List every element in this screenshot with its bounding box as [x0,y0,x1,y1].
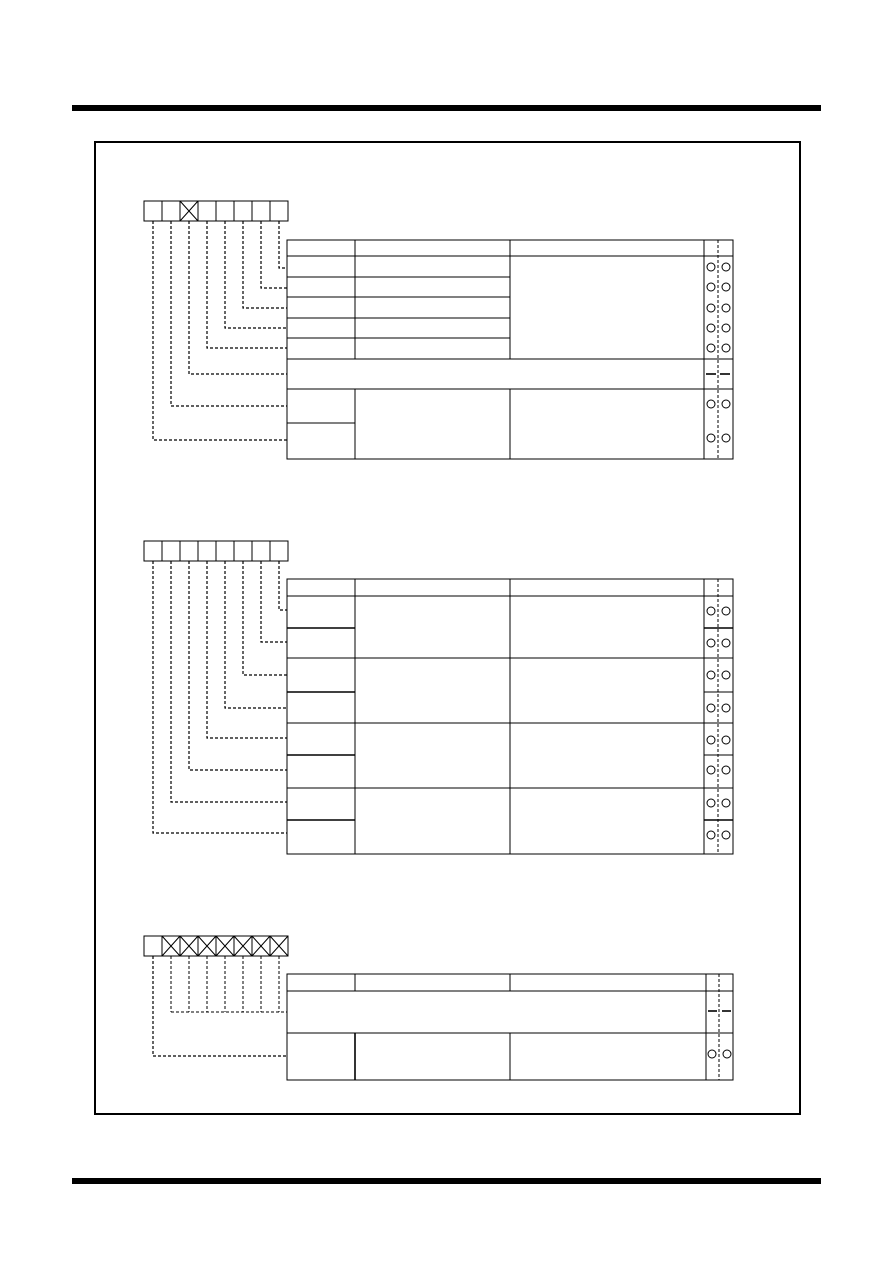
leader-bit-7 [152,561,287,834]
circle-icon [721,638,731,648]
leader-bit-5 [188,561,287,771]
reserved-cross [179,935,199,957]
circle-icon [706,282,716,292]
leader-bit-5 [188,221,287,375]
circle-icon [721,765,731,775]
header-rule [72,105,821,111]
circle-icon [721,282,731,292]
circle-icon [706,830,716,840]
bit-cells [143,935,289,957]
reserved-cross [233,935,253,957]
circle-icon [721,798,731,808]
bit-table [286,239,734,460]
leader-bit-4 [206,561,287,739]
register-section-3 [143,935,734,1081]
bit-cell-7 [143,200,163,222]
reserved-cross [197,935,217,957]
circle-icon [706,703,716,713]
leader-bit-2 [242,561,287,676]
circle-icon [721,606,731,616]
register-section-1 [143,200,734,460]
bit-table [286,578,734,855]
circle-icon [706,343,716,353]
circle-icon [721,703,731,713]
bit-cell-5 [179,540,199,562]
reserved-cross [251,935,271,957]
bit-cell-7 [143,935,163,957]
bit-leaders [152,956,287,1057]
circle-icon [706,670,716,680]
reserved-cross [269,935,289,957]
circle-icon [721,670,731,680]
leader-bit-2 [242,221,287,309]
leader-bit-0 [278,561,287,611]
bit-cells [143,540,289,562]
reserved-cross [215,935,235,957]
circle-icon [706,303,716,313]
bit-cell-3 [215,200,235,222]
leader-bit-7 [152,221,287,441]
leader-bit-7 [152,956,287,1057]
figure-frame [94,141,801,1115]
circle-icon [706,735,716,745]
bit-cell-1 [251,200,271,222]
leader-bit-6 [170,561,287,803]
row-markers [706,606,731,840]
circle-icon [721,262,731,272]
leader-bit-0 [278,221,287,269]
bit-cell-6 [161,540,181,562]
circle-icon [721,399,731,409]
bit-cell-1 [251,540,271,562]
bit-cell-3 [215,540,235,562]
reserved-cross [179,200,199,222]
leader-bit-1 [260,561,287,643]
circle-icon [721,830,731,840]
bit-cells [143,200,289,222]
circle-icon [706,765,716,775]
footer-rule [72,1178,821,1184]
leader-bit-6 [170,221,287,407]
circle-icon [721,433,731,443]
circle-icon [706,399,716,409]
bit-cell-4 [197,540,217,562]
circle-icon [721,343,731,353]
bit-leaders [152,221,287,441]
circle-icon [706,606,716,616]
circle-icon [706,798,716,808]
leader-bit-1 [260,221,287,289]
leader-bit-3 [224,221,287,329]
bit-cell-0 [269,200,289,222]
register-section-2 [143,540,734,855]
bit-cell-6 [161,200,181,222]
leader-bit-3 [224,561,287,709]
circle-icon [706,433,716,443]
bit-cell-4 [197,200,217,222]
circle-icon [721,323,731,333]
bit-cell-0 [269,540,289,562]
circle-icon [706,262,716,272]
circle-icon [721,303,731,313]
leader-bit-4 [206,221,287,349]
bit-cell-2 [233,200,253,222]
circle-icon [722,1049,732,1059]
circle-icon [721,735,731,745]
circle-icon [707,1049,717,1059]
reserved-cross [161,935,181,957]
circle-icon [706,323,716,333]
row-markers [706,262,731,443]
circle-icon [706,638,716,648]
bit-cell-2 [233,540,253,562]
bit-cell-7 [143,540,163,562]
row-markers [707,1010,732,1059]
bit-leaders [152,561,287,834]
bit-table [286,973,734,1081]
